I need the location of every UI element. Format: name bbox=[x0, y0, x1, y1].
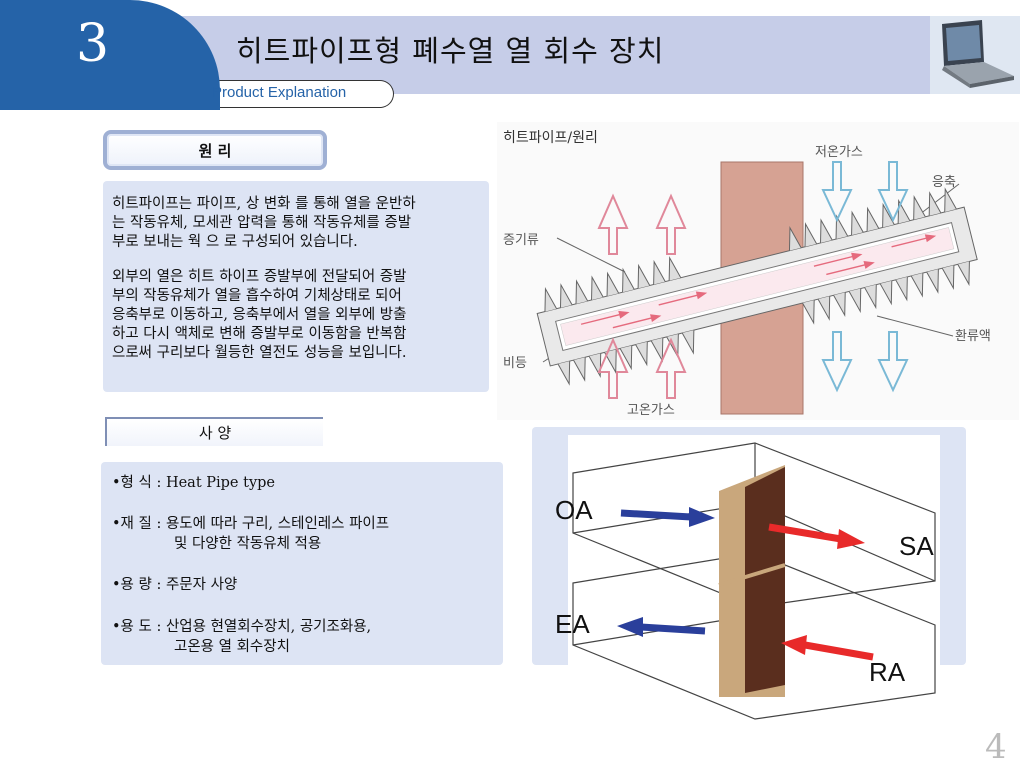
pipe-fins-top bbox=[544, 187, 957, 312]
spec-item-capacity: •용 량 : 주문자 사양 bbox=[112, 575, 237, 595]
spec-item-usage: •용 도 : 산업용 현열회수장치, 공기조화용, 고온용 열 회수장치 bbox=[112, 617, 371, 657]
section-number: 3 bbox=[76, 14, 110, 74]
sa-arrow bbox=[768, 523, 865, 549]
principle-paragraph-1: 히트파이프는 파이프, 상 변화 를 통해 열을 운반하 는 작동유체, 모세관… bbox=[112, 195, 416, 252]
ea-arrow bbox=[617, 617, 706, 637]
principle-heading: 원 리 bbox=[103, 130, 327, 170]
spec-panel bbox=[101, 462, 503, 665]
text-line: 하고 다시 액체로 변해 증발부로 이동함을 반복함 bbox=[112, 326, 407, 342]
spec-heading: 사 양 bbox=[105, 417, 323, 446]
core-center bbox=[745, 467, 785, 693]
diagram-title: 히트파이프/원리 bbox=[503, 130, 598, 146]
text-line: •재 질 : 용도에 따라 구리, 스테인레스 파이프 bbox=[112, 516, 390, 532]
label-sa: SA bbox=[899, 531, 934, 561]
label-hot-gas: 고온가스 bbox=[627, 403, 675, 418]
text-line: •용 량 : 주문자 사양 bbox=[112, 577, 238, 593]
heat-recovery-airflow-diagram: OA SA EA RA bbox=[555, 435, 940, 723]
label-boil: 비등 bbox=[503, 356, 527, 371]
subtitle-pill bbox=[190, 80, 394, 108]
heat-pipe-principle-diagram: 히트파이프/원리 저온가스 응축 증기류 환류액 비등 고온가스 bbox=[497, 122, 1019, 420]
spec-heading-label: 사 양 bbox=[198, 424, 232, 442]
label-ra: RA bbox=[869, 657, 906, 687]
text-line: 는 작동유체, 모세관 압력을 통해 작동유체를 증발 bbox=[112, 215, 412, 231]
cold-gas-arrows bbox=[821, 161, 909, 393]
ra-arrow bbox=[781, 635, 874, 661]
spec-item-type: •형 식 : Heat Pipe type bbox=[112, 473, 275, 493]
label-return: 환류액 bbox=[955, 329, 991, 344]
text-line: 으로써 구리보다 월등한 열전도 성능을 보입니다. bbox=[112, 345, 407, 361]
oa-arrow bbox=[620, 507, 715, 527]
page-title: 히트파이프형 폐수열 열 회수 장치 bbox=[236, 34, 665, 68]
hot-gas-arrows bbox=[597, 193, 687, 399]
text-line: 히트파이프는 파이프, 상 변화 를 통해 열을 운반하 bbox=[112, 196, 416, 212]
text-line: 부로 보내는 웍 으 로 구성되어 있습니다. bbox=[112, 234, 358, 250]
section-number-tab bbox=[0, 0, 220, 110]
text-line: 고온용 열 회수장치 bbox=[174, 639, 290, 655]
page-subtitle: Product Explanation bbox=[212, 84, 347, 101]
text-line: •형 식 : Heat Pipe type bbox=[112, 475, 275, 491]
text-line: •용 도 : 산업용 현열회수장치, 공기조화용, bbox=[112, 619, 372, 635]
label-oa: OA bbox=[555, 495, 593, 525]
principle-panel bbox=[103, 181, 489, 392]
text-line: 부의 작동유체가 열을 흡수하여 기체상태로 되어 bbox=[112, 288, 402, 304]
text-line: 외부의 열은 히트 하이프 증발부에 전달되어 증발 bbox=[112, 269, 407, 285]
text-line: 및 다양한 작동유체 적용 bbox=[174, 536, 322, 552]
text-line: 응축부로 이동하고, 응축부에서 열을 외부에 방출 bbox=[112, 307, 407, 323]
principle-heading-label: 원 리 bbox=[198, 141, 232, 160]
vapor-arrows bbox=[580, 234, 937, 329]
label-vapor: 증기류 bbox=[503, 233, 539, 248]
principle-paragraph-2: 외부의 열은 히트 하이프 증발부에 전달되어 증발 부의 작동유체가 열을 흡… bbox=[112, 268, 406, 363]
page-number: 4 bbox=[985, 727, 1007, 767]
laptop-image bbox=[930, 16, 1020, 94]
label-condense: 응축 bbox=[932, 175, 956, 190]
heat-pipe bbox=[536, 187, 978, 386]
label-ea: EA bbox=[555, 609, 590, 639]
label-cold-gas: 저온가스 bbox=[815, 145, 863, 160]
spec-item-material: •재 질 : 용도에 따라 구리, 스테인레스 파이프 및 다양한 작동유체 적… bbox=[112, 514, 389, 554]
